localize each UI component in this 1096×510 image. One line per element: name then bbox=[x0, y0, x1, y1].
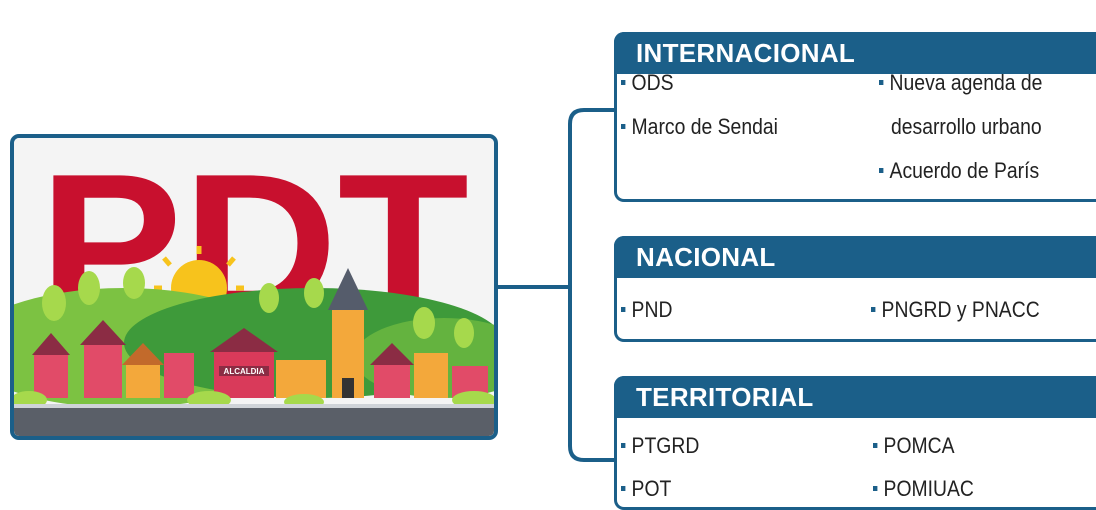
bullet-icon bbox=[621, 442, 626, 448]
list-item: PTGRD bbox=[621, 433, 699, 459]
bullet-icon bbox=[621, 485, 626, 491]
bullet-icon bbox=[873, 485, 878, 491]
nacional-header: NACIONAL bbox=[614, 236, 1096, 278]
nacional-box: NACIONAL PND PNGRD y PNACC bbox=[614, 236, 1096, 342]
bullet-icon bbox=[621, 79, 626, 85]
bullet-icon bbox=[879, 79, 884, 85]
alcaldia-label: ALCALDIA bbox=[224, 367, 265, 376]
list-item: Acuerdo de París bbox=[879, 158, 1039, 184]
list-item: ODS bbox=[621, 70, 674, 96]
bullet-icon bbox=[621, 123, 626, 129]
list-item-continuation: desarrollo urbano bbox=[891, 114, 1042, 139]
internacional-header: INTERNACIONAL bbox=[614, 32, 1096, 74]
list-item: POMIUAC bbox=[873, 476, 974, 502]
list-item: POT bbox=[621, 476, 671, 502]
list-item: PNGRD y PNACC bbox=[871, 297, 1040, 323]
pdt-illustration: PDT bbox=[10, 134, 498, 440]
list-item: Nueva agenda de bbox=[879, 70, 1042, 96]
bullet-icon bbox=[621, 306, 626, 312]
bullet-icon bbox=[879, 167, 884, 173]
list-item: POMCA bbox=[873, 433, 955, 459]
internacional-box: INTERNACIONAL ODS Marco de Sendai Nueva … bbox=[614, 32, 1096, 202]
bullet-icon bbox=[871, 306, 876, 312]
list-item: Marco de Sendai bbox=[621, 114, 778, 140]
list-item: PND bbox=[621, 297, 672, 323]
territorial-header: TERRITORIAL bbox=[614, 376, 1096, 418]
bullet-icon bbox=[873, 442, 878, 448]
territorial-box: TERRITORIAL PTGRD POT POMCA POMIUAC bbox=[614, 376, 1096, 510]
